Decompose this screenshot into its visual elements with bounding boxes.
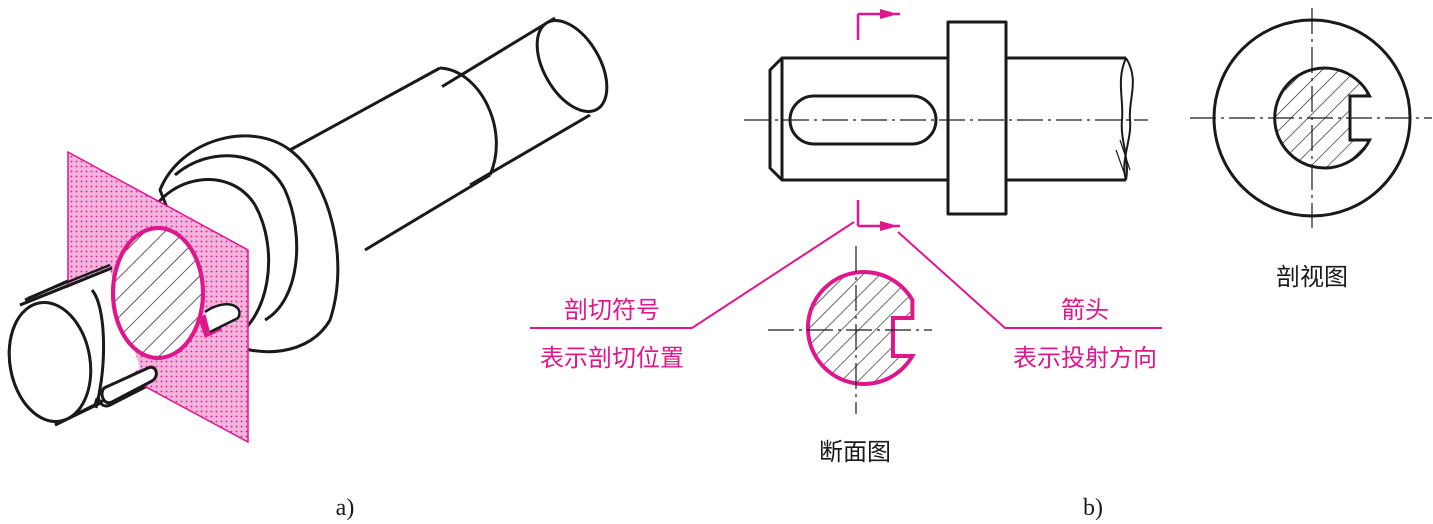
label-section-view: 剖视图 [1276,263,1348,291]
caption-a: a) [336,495,355,521]
orthographic-front-view [744,20,1148,216]
caption-b: b) [1083,495,1103,521]
label-projection-direction: 表示投射方向 [1013,344,1157,372]
shaft-middle [289,66,498,252]
section-face-a [111,226,241,360]
cutting-plane [7,150,249,444]
removed-section [768,246,932,414]
label-arrow: 箭头 [1061,296,1109,324]
label-cut-symbol: 剖切符号 [564,296,660,324]
labels-panel-b: 剖切符号 表示剖切位置 箭头 表示投射方向 断面图 剖视图 [540,263,1348,466]
leader-left [530,221,855,329]
cutting-plane-symbol [856,9,900,231]
leader-right [897,231,1162,329]
label-section-figure: 断面图 [819,438,891,466]
sectional-view [1190,8,1432,228]
label-cut-position: 表示剖切位置 [540,344,684,372]
leader-lines [530,221,1162,329]
